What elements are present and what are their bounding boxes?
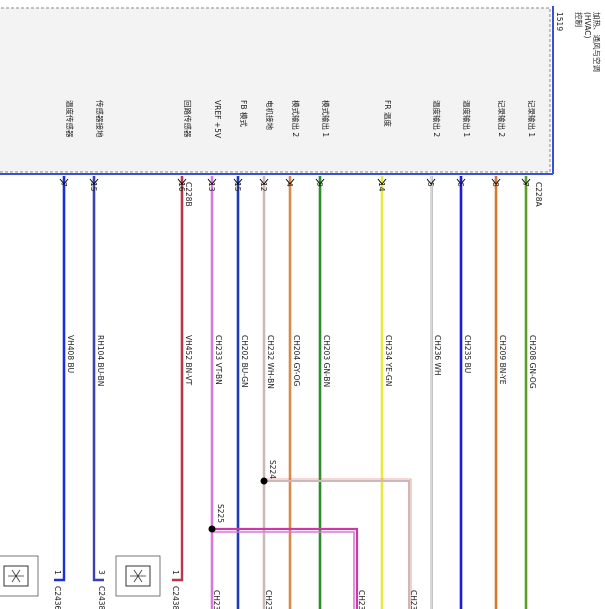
bottom-pin-left: 1 (53, 570, 62, 575)
wire-2-signal-label: 传感器接地 (95, 100, 105, 138)
jog-mid (92, 520, 104, 582)
wire-9-circuit-label: CH234 YE-GN (384, 335, 393, 386)
splice-s224-label: S224 (268, 460, 277, 479)
wire-1-signal-label: 温度传感器 (65, 100, 75, 138)
wire-1-pin: 7 (59, 182, 68, 187)
wire-3-terminal (177, 178, 187, 185)
wire-9-pin: 14 (377, 182, 386, 192)
splice-s225-label: S225 (216, 504, 225, 523)
wire-5-pin: 15 (233, 182, 242, 192)
wire-10-pin: 5 (426, 182, 435, 187)
sensor-mid (115, 555, 161, 597)
module-connector-label: C228A (534, 182, 543, 208)
jog-right (172, 520, 184, 582)
wire-10-terminal (426, 178, 436, 185)
wire-8-circuit-label: CH203 GN-BN (322, 335, 331, 387)
wire-13-terminal (521, 178, 531, 185)
wire-8-terminal (315, 178, 325, 185)
wire-4-circuit-label: CH233 VT-BN (214, 335, 223, 385)
wire-2-pin: 15 (89, 182, 98, 192)
branch-s224-outline (264, 478, 412, 609)
wire-12-pin: 8 (491, 182, 500, 187)
jog-left (54, 520, 66, 582)
wire-7-circuit-label: CH204 GY-OG (292, 335, 301, 387)
wire-4-signal-label: VREF +5V (213, 100, 222, 139)
wire-3-signal-label: 回路传感器 (183, 100, 193, 138)
wire-7-signal-label: 模式输出 2 (291, 100, 301, 137)
splice-s225-dot (208, 525, 216, 533)
wire-11-circuit-label: CH235 BU (463, 335, 472, 373)
wire-3-pin: 16 (177, 182, 186, 192)
wire-6-pin: 12 (259, 182, 268, 192)
bottom-code-3: CH23 (357, 590, 366, 609)
wire-6-terminal (259, 178, 269, 185)
wire-13-signal-label: 记录输出 1 (527, 100, 537, 137)
bottom-pin-right: 1 (171, 570, 180, 575)
wire-6-circuit-label: CH232 WH-BN (266, 335, 275, 389)
wire-5-signal-label: FB 模式 (239, 100, 249, 127)
branch-s225 (212, 527, 359, 609)
bottom-conn-mid1: C2438 (97, 586, 106, 609)
wire-11-pin: 6 (456, 182, 465, 187)
connector-mid-label: C228B (184, 182, 193, 207)
wire-12-circuit-label: CH209 BN-YE (498, 335, 507, 385)
wire-9-signal-label: FR 温度 (383, 100, 393, 127)
module-id: 1519 (555, 12, 564, 31)
wire-9-terminal (377, 178, 387, 185)
wire-5-terminal (233, 178, 243, 185)
wire-3-circuit-label: VH452 BN-VT (184, 335, 193, 386)
splice-s224-dot (260, 477, 268, 485)
module-box (0, 7, 551, 173)
branch-group (54, 478, 412, 609)
wire-7-terminal (285, 178, 295, 185)
wire-10-circuit-label: CH236 WH (433, 335, 442, 376)
bottom-conn-left: C2436 (53, 586, 62, 609)
bottom-code-4: CH23 (409, 590, 418, 609)
bottom-code-2: CH23 (264, 590, 273, 609)
bottom-conn-mid2: C2438 (171, 586, 180, 609)
branch-s224 (264, 480, 410, 609)
bottom-pin-mid: 3 (97, 570, 106, 575)
wire-5-circuit-label: CH202 BU-GN (240, 335, 249, 388)
module-title-line-2: (HVAC) (583, 12, 592, 38)
wire-2-terminal (89, 178, 99, 185)
sensor-mid-symbol (130, 569, 146, 583)
sensor-left (0, 555, 39, 597)
wire-2-circuit-label: RH104 BU-BN (96, 335, 105, 386)
module-title-line-1: 加热、通风与空调 (592, 12, 602, 72)
wire-8-pin: 9 (315, 182, 324, 187)
wire-6-signal-label: 电机接地 (265, 100, 275, 130)
wire-10-signal-label: 温度输出 2 (432, 100, 442, 137)
sensor-left-symbol (8, 569, 24, 583)
branch-s225-outline (212, 531, 355, 609)
wire-8-signal-label: 模式输出 1 (321, 100, 331, 137)
wire-1-terminal (59, 178, 69, 185)
wire-13-pin: 7 (521, 182, 530, 187)
wire-4-terminal (207, 178, 217, 185)
module-title-line-3: 控制 (574, 12, 584, 27)
wire-13-circuit-label: CH208 GN-OG (528, 335, 537, 389)
wire-4-pin: 13 (207, 182, 216, 192)
wire-1-circuit-label: VH408 BU (66, 335, 75, 373)
wire-7-pin: 4 (285, 182, 294, 187)
wire-12-terminal (491, 178, 501, 185)
bottom-code-1: CH23 (212, 590, 221, 609)
wire-11-terminal (456, 178, 466, 185)
wire-12-signal-label: 记录输出 2 (497, 100, 507, 137)
wire-11-signal-label: 温度输出 1 (462, 100, 472, 137)
